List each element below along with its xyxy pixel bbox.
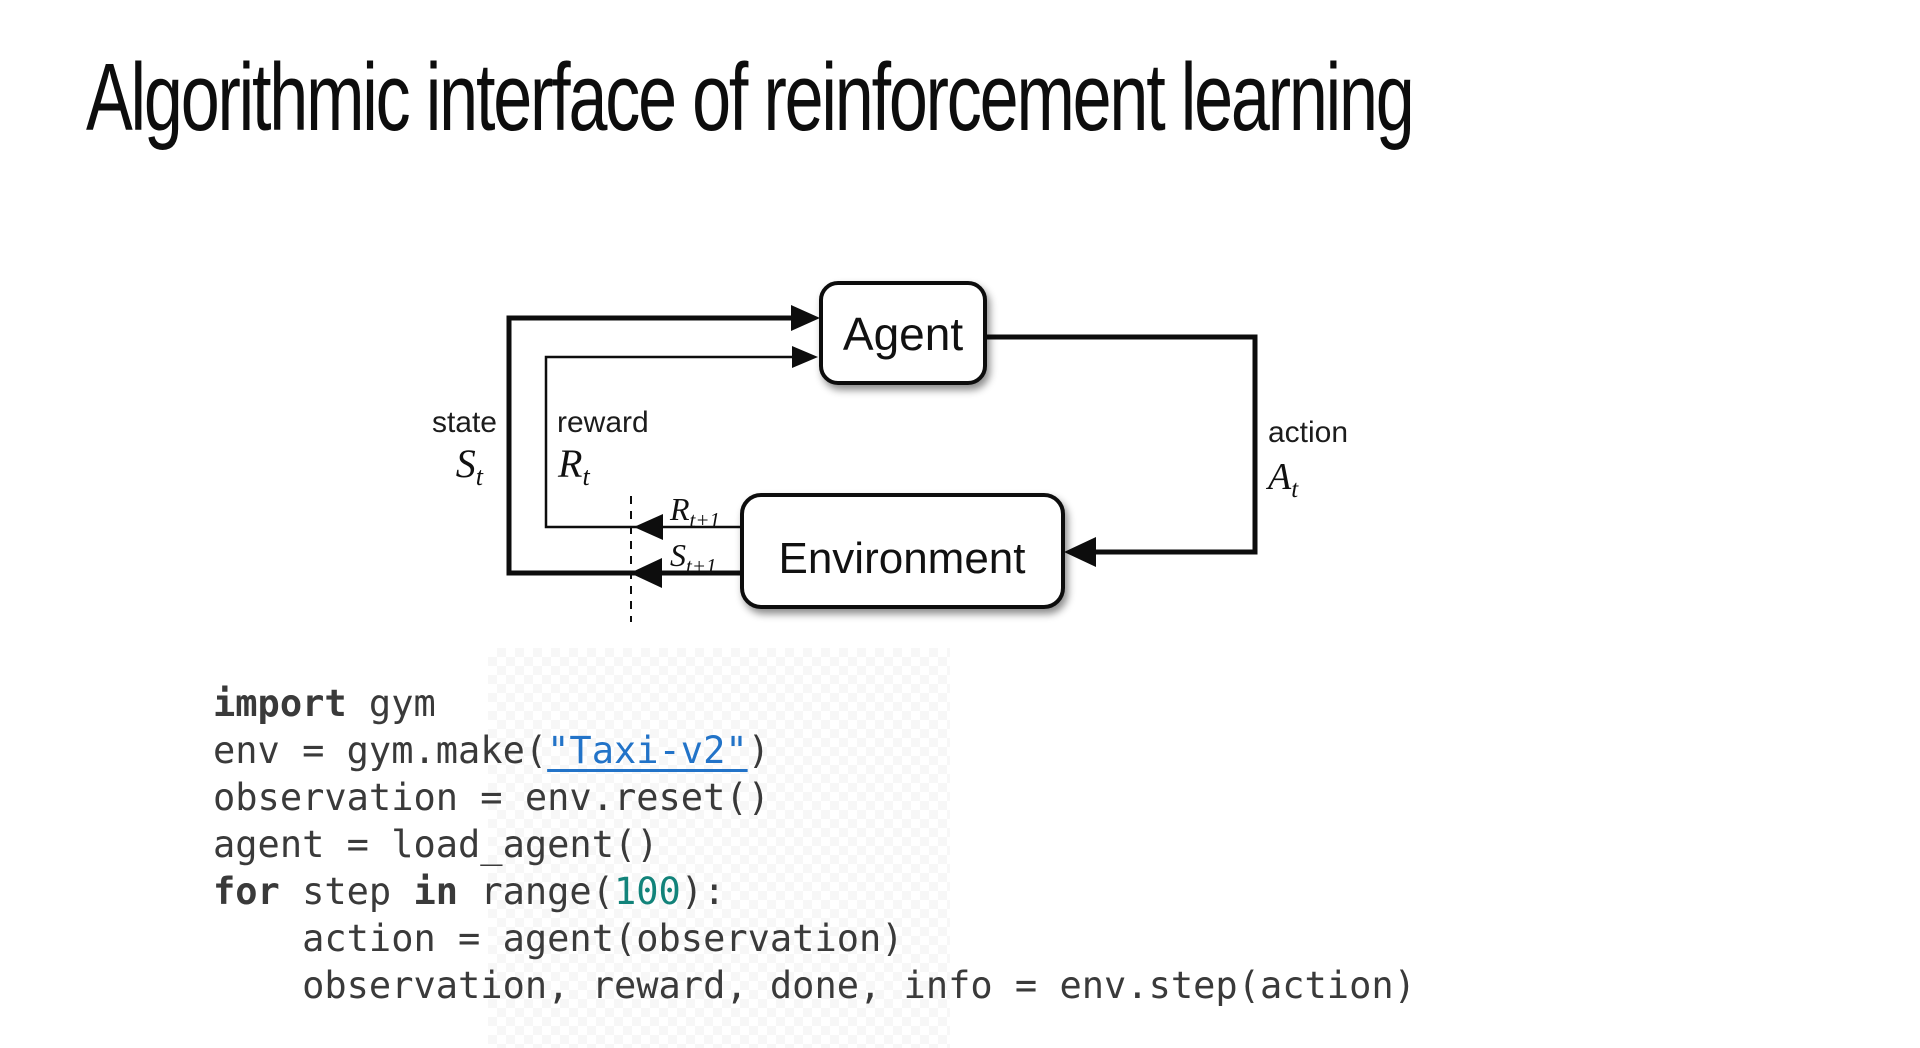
reward-symbol: Rt (557, 441, 590, 491)
code-line: observation, reward, done, info = env.st… (213, 962, 1416, 1009)
code-line: env = gym.make("Taxi-v2") (213, 727, 1416, 774)
code-token: action = agent(observation) (213, 917, 904, 960)
code-token: step (279, 870, 414, 913)
next-reward-symbol: Rt+1 (669, 491, 720, 532)
environment-box-label: Environment (778, 534, 1025, 583)
code-token: range( (458, 870, 614, 913)
next-state-symbol-sub: t+1 (686, 554, 717, 578)
next-reward-symbol-sub: t+1 (690, 508, 721, 532)
code-token: ) (747, 729, 770, 772)
slide-title: Algorithmic interface of reinforcement l… (86, 44, 1415, 151)
state-arrowhead (791, 305, 820, 331)
next-state-symbol: St+1 (670, 537, 717, 578)
action-symbol-sub: t (1291, 476, 1299, 503)
action-symbol: At (1265, 456, 1299, 503)
reward-label: reward (557, 406, 649, 439)
code-token: agent = load_agent() (213, 823, 659, 866)
code-token: ): (680, 870, 726, 913)
code-token: observation, reward, done, info = env.st… (213, 964, 1416, 1007)
transparency-checkerboard (488, 648, 950, 1048)
number-literal: 100 (613, 870, 681, 913)
state-symbol-main: S (456, 441, 476, 486)
code-line: action = agent(observation) (213, 915, 1416, 962)
code-line: import gym (213, 680, 1416, 727)
keyword-import: import (213, 682, 347, 725)
reward-symbol-sub: t (582, 462, 590, 491)
action-arrowhead (1064, 537, 1096, 567)
next-state-arrowhead (630, 558, 662, 588)
code-token: gym (346, 682, 436, 725)
code-line: observation = env.reset() (213, 774, 1416, 821)
environment-box (740, 493, 1065, 609)
state-symbol-sub: t (476, 462, 484, 491)
action-symbol-main: A (1265, 456, 1292, 498)
code-token: env = gym.make( (213, 729, 548, 772)
next-state-symbol-main: S (670, 537, 686, 573)
reward-symbol-main: R (557, 441, 582, 486)
state-loop-line (506, 315, 812, 576)
code-line: for step in range(100): (213, 868, 1416, 915)
agent-box (819, 281, 987, 385)
state-symbol: St (456, 441, 484, 491)
code-token: observation = env.reset() (213, 776, 770, 819)
action-label: action (1268, 416, 1348, 449)
keyword-in: in (413, 870, 459, 913)
reward-arrowhead (792, 346, 818, 368)
next-reward-symbol-main: R (669, 491, 690, 527)
taxi-v2-link[interactable]: "Taxi-v2" (547, 729, 748, 772)
agent-box-label: Agent (843, 308, 963, 360)
next-reward-arrowhead (634, 514, 663, 540)
state-label: state (432, 406, 497, 439)
keyword-for: for (213, 870, 280, 913)
code-line: agent = load_agent() (213, 821, 1416, 868)
action-line (985, 334, 1258, 555)
